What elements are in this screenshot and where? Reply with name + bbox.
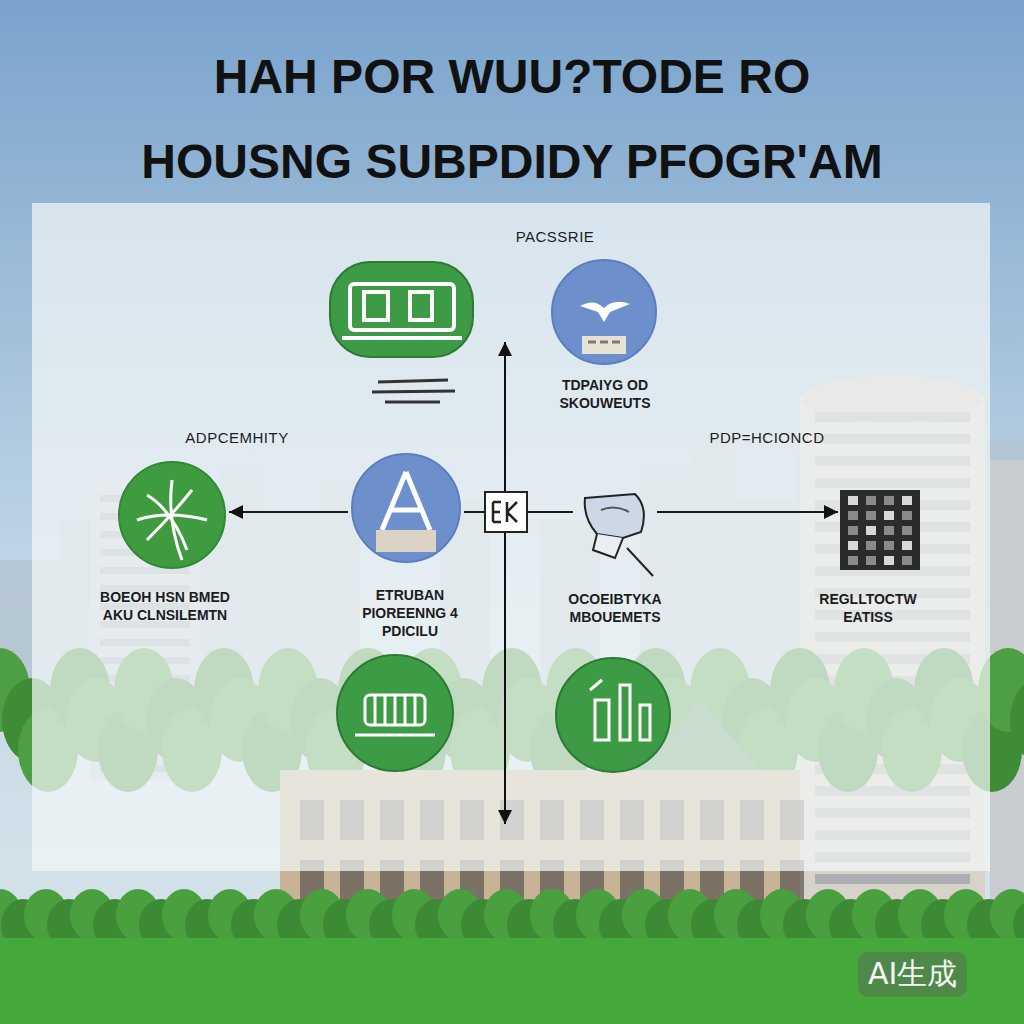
node-shape — [840, 490, 920, 570]
node-heading: ADPCEMHITY — [162, 428, 312, 448]
watermark: AI生成 — [858, 952, 967, 997]
node-caption: BOEOH HSN BMED AKU CLNSILEMTN — [90, 588, 240, 624]
node-heading: PDP=HCIONCD — [692, 428, 842, 448]
window — [848, 496, 858, 505]
icon-detail — [364, 292, 388, 320]
windows — [588, 341, 620, 344]
window — [848, 526, 858, 535]
window — [902, 556, 912, 565]
window — [902, 541, 912, 550]
tree — [1010, 678, 1024, 762]
scribble — [372, 380, 455, 402]
connector-arrow — [657, 511, 838, 513]
circle-node: PACSSRIETDPAIYG OD SKOUWEUTS — [550, 258, 658, 366]
vertical-arrow — [504, 342, 506, 824]
pen-grip — [593, 534, 623, 558]
lawn — [0, 938, 1024, 1024]
window — [866, 526, 876, 535]
node-caption: REGLLTOCTW EATISS — [798, 590, 938, 626]
window — [866, 556, 876, 565]
blue-circle — [352, 454, 460, 562]
window — [884, 556, 894, 565]
node-shape — [350, 452, 462, 564]
window — [866, 511, 876, 520]
pen-line — [627, 548, 653, 576]
junction-mark — [493, 502, 517, 522]
node-caption: TDPAIYG OD SKOUWEUTS — [543, 376, 668, 412]
window — [902, 526, 912, 535]
window-row — [815, 874, 970, 884]
window — [848, 556, 858, 565]
title: HAH POR WUU?TODE RO HOUSNG SUBPDIDY PFOG… — [112, 34, 912, 204]
circle-node: ETRUBAN PIOREENNG 4 PDICILU — [350, 452, 462, 564]
icon-detail — [590, 680, 650, 740]
dark-building — [840, 490, 920, 570]
pen-detail — [601, 507, 629, 512]
circle-node: ADPCEMHITYBOEOH HSN BMED AKU CLNSILEMTN — [117, 460, 227, 570]
small-building — [582, 336, 626, 354]
green-icon — [337, 655, 453, 771]
node-heading: PACSSRIE — [495, 227, 615, 247]
window — [884, 541, 894, 550]
green-circle — [119, 462, 225, 568]
icon-detail — [342, 336, 462, 340]
icon-detail — [355, 695, 435, 735]
window — [884, 496, 894, 505]
green-icon — [330, 262, 473, 357]
tower — [382, 472, 430, 530]
node-shape — [117, 460, 227, 570]
bird — [580, 302, 630, 322]
window — [884, 526, 894, 535]
window — [902, 511, 912, 520]
window — [866, 541, 876, 550]
icon-detail — [410, 292, 432, 320]
window — [848, 511, 858, 520]
junction-box — [485, 492, 527, 532]
window — [848, 541, 858, 550]
white-strokes — [137, 480, 207, 560]
icon-node: PDP=HCIONCDREGLLTOCTW EATISS — [840, 490, 920, 570]
blue-circle — [552, 260, 656, 364]
node-caption: ETRUBAN PIOREENNG 4 PDICILU — [360, 586, 460, 641]
icon-frame — [350, 284, 454, 330]
window — [866, 496, 876, 505]
window — [902, 496, 912, 505]
building-base — [376, 530, 436, 552]
connector-arrow — [229, 511, 348, 513]
panel — [32, 203, 990, 871]
node-caption: OCOEIBTYKA MBOUEMETS — [553, 590, 678, 626]
window — [884, 511, 894, 520]
icon-node: OCOEIBTYKA MBOUEMETS — [575, 488, 655, 580]
green-icon — [556, 658, 670, 772]
node-shape — [575, 488, 655, 580]
pen-head — [585, 494, 644, 538]
node-shape — [550, 258, 658, 366]
